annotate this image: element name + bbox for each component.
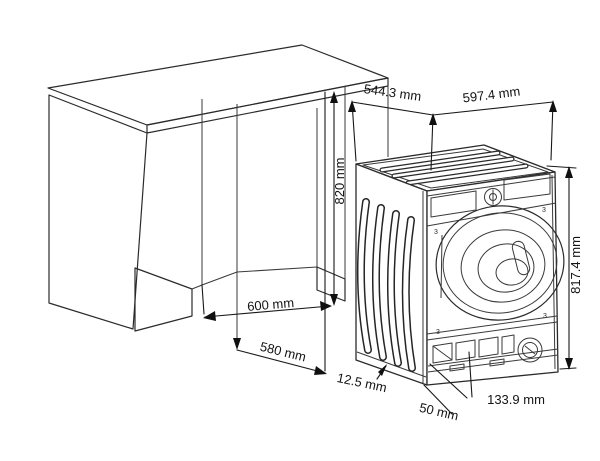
vent-slot-2-inner (373, 205, 386, 360)
top-rail-1-inner (380, 151, 500, 172)
pump-filter-slot (524, 345, 536, 355)
pump-filter-cap (522, 342, 538, 358)
dim-label-niche-depth: 600 mm (247, 295, 295, 314)
ext-817-bottom (559, 367, 577, 370)
leader-50 (423, 384, 453, 415)
cabinet-niche (47, 44, 389, 346)
dim-label-base-panel-height: 133.9 mm (487, 392, 545, 407)
display-window (503, 173, 551, 201)
control-panel (426, 173, 557, 227)
door-bezel-ring (442, 212, 558, 314)
arrow-12-5 (378, 364, 387, 376)
machine-front-face (426, 171, 559, 386)
dim-line-600 (204, 305, 331, 318)
dim-line-580 (236, 349, 326, 374)
screw-mark-top-left: 3 (434, 229, 438, 236)
dim-label-niche-height: 820 mm (332, 158, 347, 205)
pump-filter-cover (517, 337, 543, 363)
base-service-panel (426, 315, 559, 373)
base-panel-second-line (426, 321, 558, 341)
door-inner-ring (460, 229, 546, 303)
arrow-544-left (348, 100, 356, 112)
base-panel-top-line (426, 315, 558, 335)
dim-line-544 (351, 101, 434, 116)
dim-label-base-depth: 580 mm (258, 339, 307, 365)
vent-slot-3-inner (388, 211, 401, 366)
arrow-817-bottom (565, 358, 573, 370)
cabinet-left-plinth (134, 267, 193, 332)
vent-slot-1-inner (358, 199, 371, 353)
front-right-rim (551, 174, 556, 370)
door-glass-inner (495, 258, 529, 286)
arrow-600-left (203, 311, 216, 321)
base-rail-tab-1 (449, 363, 465, 372)
top-rail-2-inner (392, 157, 514, 178)
dim-label-machine-height: 817.4 mm (568, 236, 583, 294)
base-rail-tab-2 (489, 358, 505, 367)
arrow-600-right (320, 301, 332, 311)
niche-floor-left-connector (191, 284, 203, 290)
arrow-817-top (565, 166, 573, 178)
arrow-820-top (330, 91, 338, 103)
screw-mark-bottom-right: 3 (543, 313, 547, 320)
ext-600-left (201, 284, 205, 315)
leader-133-right (468, 351, 473, 398)
arrow-544-right (429, 113, 437, 125)
door-outer-ring (435, 205, 565, 321)
countertop-top-face (47, 44, 389, 126)
door (435, 205, 565, 321)
leader-133-left (429, 363, 468, 399)
dim-label-width: 597.4 mm (462, 84, 521, 106)
screw-mark-top-right: 3 (542, 207, 546, 214)
niche-floor-edge (201, 266, 318, 286)
door-glass (477, 243, 535, 293)
door-hinge-line (440, 234, 443, 299)
base-panel-bottom-line (427, 348, 559, 367)
arrow-597-right (549, 100, 557, 112)
door-glass-highlight (511, 240, 531, 276)
panel-top-rim (426, 176, 556, 197)
base-vent-3 (478, 336, 499, 358)
cabinet-right-plinth (316, 266, 346, 302)
washing-machine: 3 3 3 3 (355, 144, 565, 386)
side-panel-base-seam (356, 351, 427, 378)
panel-bottom-edge (426, 202, 557, 227)
vent-slot-4-inner (403, 217, 415, 371)
top-rail-3-inner (406, 164, 528, 185)
base-vent-2 (455, 339, 476, 361)
program-knob (484, 188, 502, 206)
machine-top-inner-rim (362, 148, 549, 189)
dim-label-plinth-recess: 50 mm (418, 400, 460, 424)
cabinet-left-panel (48, 94, 148, 330)
arrow-820-bottom (330, 294, 338, 306)
base-vent-1-diagonal (432, 345, 453, 361)
dim-line-597 (432, 101, 554, 116)
arrow-580-left (233, 338, 241, 350)
dim-label-top-depth: 544.3 mm (363, 81, 422, 104)
base-vent-4 (501, 334, 515, 355)
arrow-580-right (314, 366, 327, 375)
dimension-annotations: 544.3 mm 597.4 mm 820 mm 817.4 mm 600 mm… (201, 81, 583, 424)
ext-817-top (546, 165, 577, 169)
